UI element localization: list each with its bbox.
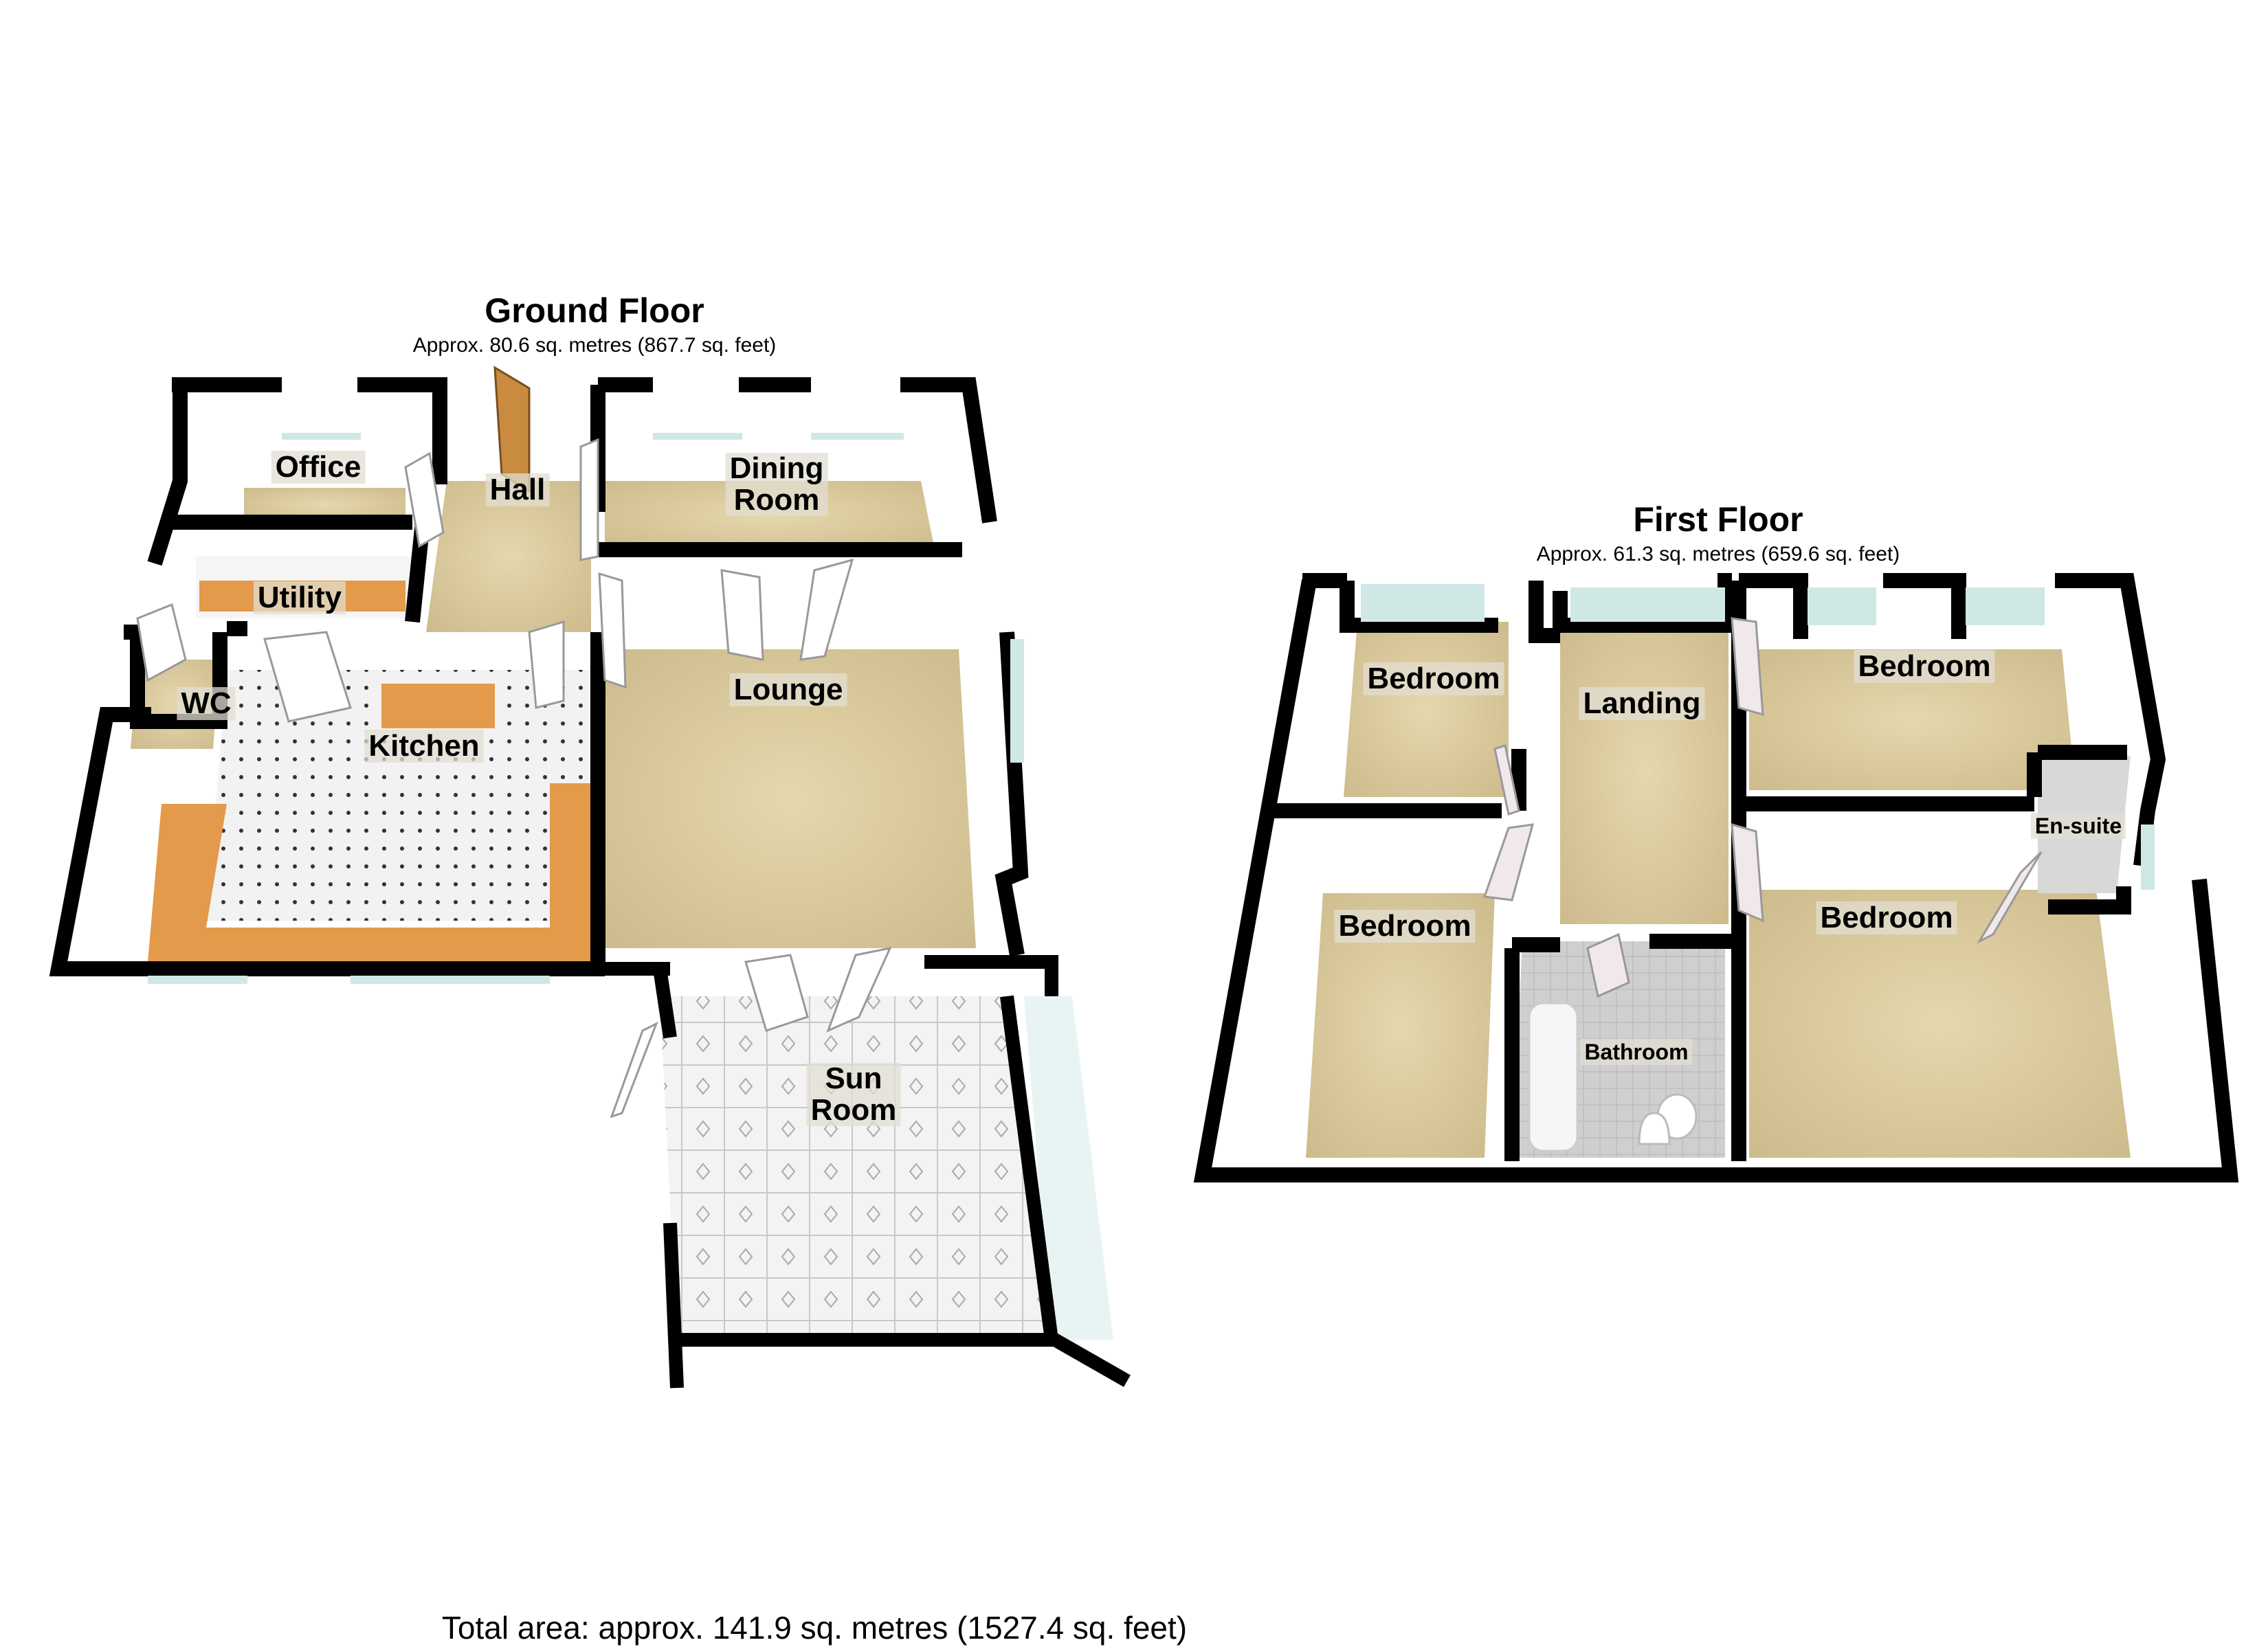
room-label-ensuite: En-suite <box>2030 813 2126 839</box>
first-floor-area: Approx. 61.3 sq. metres (659.6 sq. feet) <box>1536 543 1900 565</box>
ground-floor-area: Approx. 80.6 sq. metres (867.7 sq. feet) <box>412 334 777 357</box>
first-floor-plan <box>1193 573 2239 1182</box>
room-label-sun-line2: Room <box>810 1093 897 1127</box>
room-label-sun-line1: Sun <box>825 1062 882 1095</box>
room-label-utility: Utility <box>253 581 346 614</box>
room-label-dining-line1: Dining <box>729 451 824 485</box>
ground-floor-plan <box>49 366 1131 1389</box>
room-label-wc: WC <box>177 687 236 720</box>
sink-icon <box>1638 1112 1671 1145</box>
room-label-bathroom: Bathroom <box>1580 1039 1693 1065</box>
room-label-dining-room: Dining Room <box>725 451 828 517</box>
room-label-bedroom-sw: Bedroom <box>1334 910 1476 943</box>
room-label-landing: Landing <box>1579 687 1705 720</box>
bathtub-icon <box>1528 1002 1579 1152</box>
room-label-bedroom-nw: Bedroom <box>1363 662 1504 695</box>
room-label-bedroom-se: Bedroom <box>1816 901 1957 934</box>
first-floor-title: First Floor <box>1633 500 1803 539</box>
room-label-office: Office <box>271 451 366 484</box>
room-label-kitchen: Kitchen <box>364 730 484 763</box>
room-label-dining-line2: Room <box>733 483 820 517</box>
room-label-sun-room: Sun Room <box>806 1062 901 1127</box>
total-area: Total area: approx. 141.9 sq. metres (15… <box>441 1610 1188 1646</box>
ground-floor-title: Ground Floor <box>485 291 704 330</box>
room-label-hall: Hall <box>485 473 550 506</box>
room-label-lounge: Lounge <box>729 673 847 706</box>
room-label-bedroom-ne: Bedroom <box>1854 650 1995 683</box>
